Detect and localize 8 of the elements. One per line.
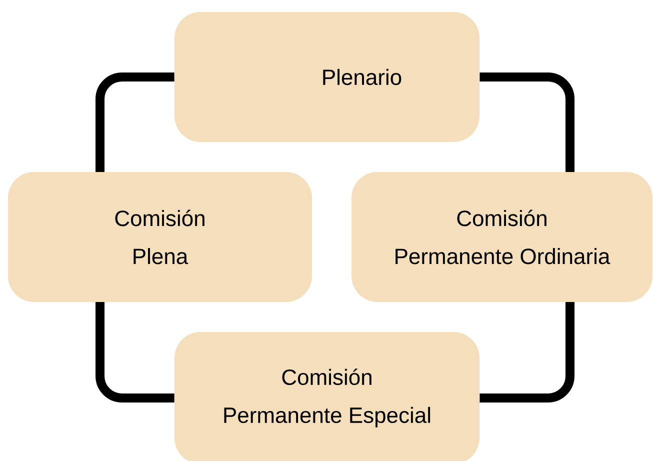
connector-line bbox=[480, 72, 574, 172]
connector-line bbox=[96, 302, 174, 402]
connector-line bbox=[480, 302, 574, 402]
process-box: Comisión Permanente Especial bbox=[174, 332, 480, 461]
connector-line bbox=[96, 72, 174, 172]
process-box: Plenario bbox=[174, 12, 480, 142]
process-box: Comisión Plena bbox=[8, 172, 312, 302]
process-box: Comisión Permanente Ordinaria bbox=[352, 172, 652, 302]
